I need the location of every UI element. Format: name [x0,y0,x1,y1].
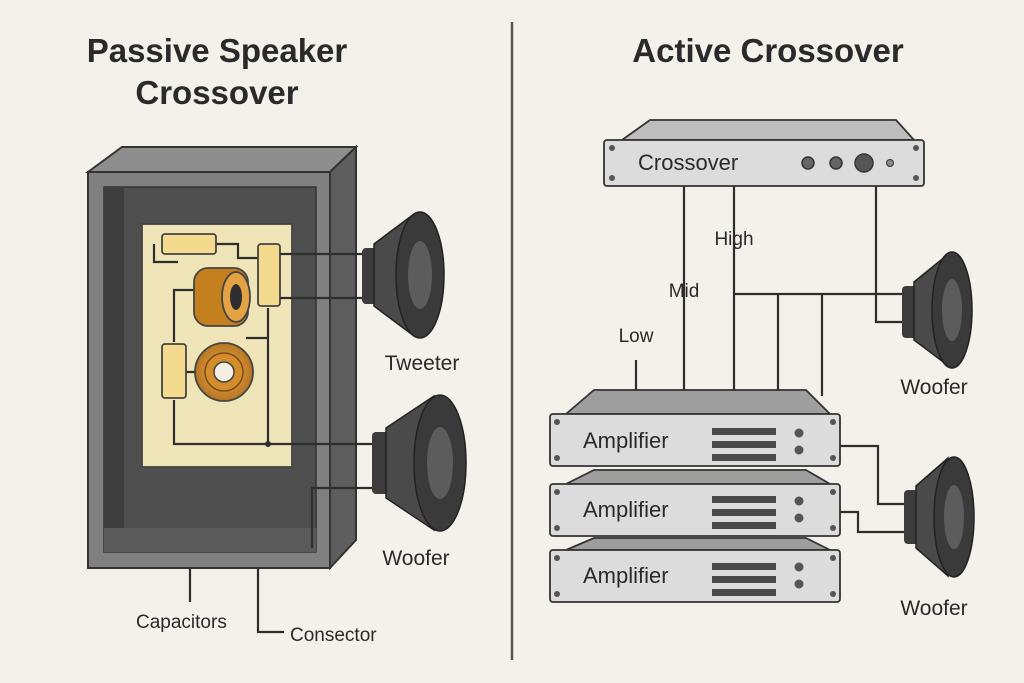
signal-label-low: Low [619,326,654,347]
signal-label-mid: Mid [669,281,700,302]
woofer-bottom-label: Woofer [900,597,967,620]
amplifier-unit [549,537,841,603]
active-title: Active Crossover [632,32,904,69]
led-indicator [886,159,894,167]
connector-label: Consector [290,625,377,646]
amplifier-label: Amplifier [583,563,669,588]
capacitor-component [257,243,281,307]
tweeter-speaker [362,211,445,339]
board-wiring [152,242,270,446]
woofer-speaker-top [902,251,973,369]
crossover-label: Crossover [638,150,738,175]
signal-wiring [634,186,912,396]
tweeter-label: Tweeter [385,352,460,375]
woofer-label: Woofer [382,547,449,570]
control-knob [829,156,843,170]
signal-label-high: High [714,229,753,250]
capacitor-component [161,343,187,399]
amplifier-unit [549,389,841,467]
passive-title-line1: Passive Speaker [87,32,348,69]
control-knob [854,153,874,173]
resistor-component [161,233,217,255]
crossover-unit [603,119,925,187]
woofer-top-label: Woofer [900,376,967,399]
amp-output-wire [840,510,910,534]
inductor-coil [193,267,251,327]
control-knob [801,156,815,170]
capacitors-label: Capacitors [136,612,227,633]
woofer-speaker-bottom [904,456,975,578]
amplifier-label: Amplifier [583,428,669,453]
connector-callout-line [256,568,284,634]
inductor-coil [194,342,254,402]
amp-output-wire [840,444,910,506]
amplifier-label: Amplifier [583,497,669,522]
woofer-wire [310,486,378,548]
woofer-speaker [372,394,467,532]
amplifier-unit [549,469,841,537]
passive-title-line2: Crossover [135,74,298,111]
